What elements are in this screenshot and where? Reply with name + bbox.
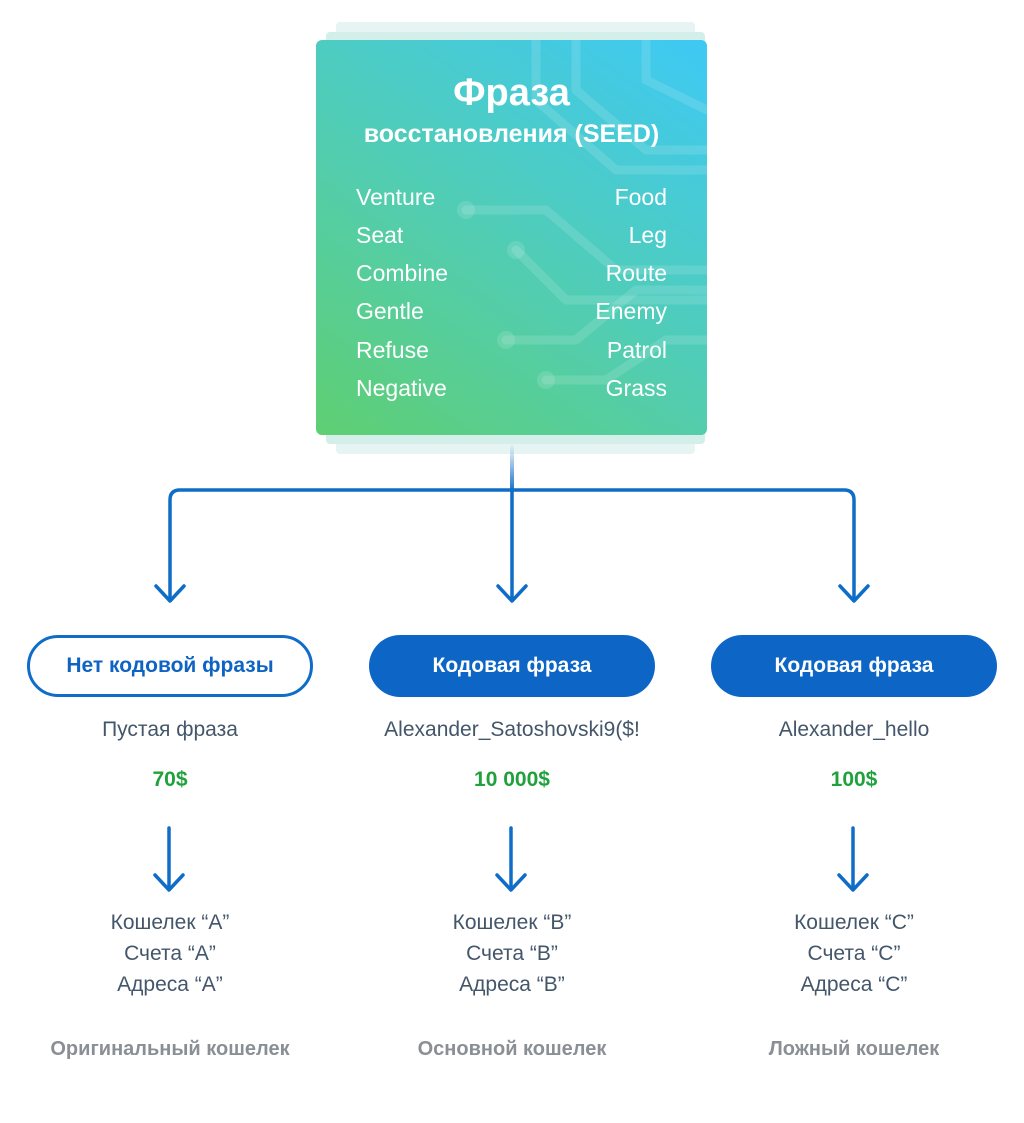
branch-connector	[168, 444, 856, 600]
wallet-caption: Ложный кошелек	[768, 1038, 940, 1060]
seed-word: Food	[614, 184, 667, 210]
seed-word: Venture	[356, 184, 436, 210]
wallet-amount: 100$	[830, 768, 878, 791]
wallet-caption: Оригинальный кошелек	[50, 1038, 290, 1060]
wallet-caption: Основной кошелек	[417, 1038, 607, 1060]
passphrase-button[interactable]: Кодовая фраза	[369, 635, 655, 697]
seed-word: Route	[605, 260, 667, 286]
seed-word: Patrol	[606, 337, 667, 363]
seed-phrase-card: Фраза восстановления (SEED) Venture Seat…	[316, 40, 707, 435]
wallet-name: Кошелек “A”	[110, 911, 230, 934]
seed-word: Combine	[356, 260, 449, 286]
arrow-down-icon	[153, 873, 185, 892]
connector-stem	[510, 444, 514, 492]
arrow-down-icon	[495, 873, 527, 892]
seed-word: Seat	[356, 222, 404, 248]
wallet-addresses: Адреса “C”	[800, 973, 908, 996]
arrow-down-icon	[837, 873, 869, 892]
no-passphrase-button[interactable]: Нет кодовой фразы	[27, 635, 313, 697]
wallet-details: Кошелек “A” Счета “A” Адреса “A”	[0, 907, 340, 1000]
passphrase-button[interactable]: Кодовая фраза	[711, 635, 997, 697]
wallet-name: Кошелек “C”	[794, 911, 914, 934]
arrow-down-icon	[838, 584, 870, 603]
wallet-accounts: Счета “B”	[466, 942, 558, 965]
seed-word: Leg	[628, 222, 667, 248]
card-title: Фраза	[453, 72, 570, 114]
seed-word: Grass	[605, 375, 667, 401]
wallet-accounts: Счета “C”	[807, 942, 901, 965]
seed-word: Refuse	[356, 337, 429, 363]
phrase-label: Пустая фраза	[102, 718, 238, 741]
phrase-label: Alexander_Satoshovski9($!	[384, 718, 640, 741]
seed-word: Negative	[356, 375, 447, 401]
wallet-amount: 10 000$	[474, 768, 550, 791]
circuit-pattern-decoration	[457, 40, 707, 389]
seed-word: Gentle	[356, 298, 424, 324]
wallet-addresses: Адреса “A”	[117, 973, 223, 996]
wallet-amount: 70$	[152, 768, 188, 791]
wallet-details: Кошелек “B” Счета “B” Адреса “B”	[342, 907, 682, 1000]
wallet-name: Кошелек “B”	[452, 911, 572, 934]
wallet-addresses: Адреса “B”	[459, 973, 565, 996]
arrow-down-icon	[496, 584, 528, 603]
phrase-label: Alexander_hello	[778, 718, 930, 741]
seed-word: Enemy	[595, 298, 667, 324]
card-subtitle: восстановления (SEED)	[363, 120, 660, 148]
wallet-details: Кошелек “C” Счета “C” Адреса “C”	[684, 907, 1024, 1000]
arrow-down-icon	[154, 584, 186, 603]
wallet-accounts: Счета “A”	[124, 942, 216, 965]
